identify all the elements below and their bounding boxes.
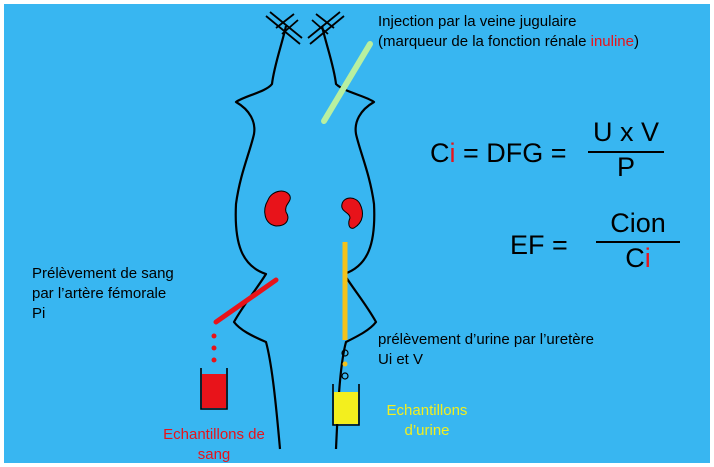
urine-drop [342, 373, 348, 379]
formula2-denominator: Ci [596, 243, 680, 274]
femoral-artery-line [216, 280, 276, 322]
injection-line2: (marqueur de la fonction rénale inuline) [378, 32, 639, 52]
kidney-right [342, 198, 363, 228]
kidney-left [265, 191, 291, 226]
blood-sampling-label: Prélèvement de sang par l’artère fémoral… [32, 264, 174, 324]
urine-drop [343, 362, 348, 367]
formula2-numerator: Cion [596, 208, 680, 239]
injection-label: Injection par la veine jugulaire (marque… [378, 12, 639, 52]
blood-samples-caption: Echantillons de sang [144, 425, 284, 463]
blood-drop [212, 334, 217, 339]
urine-samples-caption: Echantillons d’urine [372, 401, 482, 441]
blood-sample-fill [202, 374, 226, 408]
formula-ef-lhs: EF = [510, 230, 568, 261]
rat-body-outline-right [322, 26, 376, 449]
inuline-marker: inuline [591, 33, 634, 50]
diagram-canvas: Injection par la veine jugulaire (marque… [4, 4, 710, 463]
urine-sample-fill [334, 392, 358, 424]
urine-sampling-label: prélèvement d’urine par l’uretère Ui et … [378, 330, 594, 370]
blood-drop [212, 358, 217, 363]
rat-body-outline [234, 26, 286, 449]
injection-line1: Injection par la veine jugulaire [378, 12, 639, 32]
formula-ci-dfg: Ci = DFG = [430, 138, 567, 169]
blood-drop [212, 346, 217, 351]
formula1-denominator: P [588, 152, 664, 183]
formula1-numerator: U x V [588, 117, 664, 148]
whiskers-left [266, 12, 302, 44]
